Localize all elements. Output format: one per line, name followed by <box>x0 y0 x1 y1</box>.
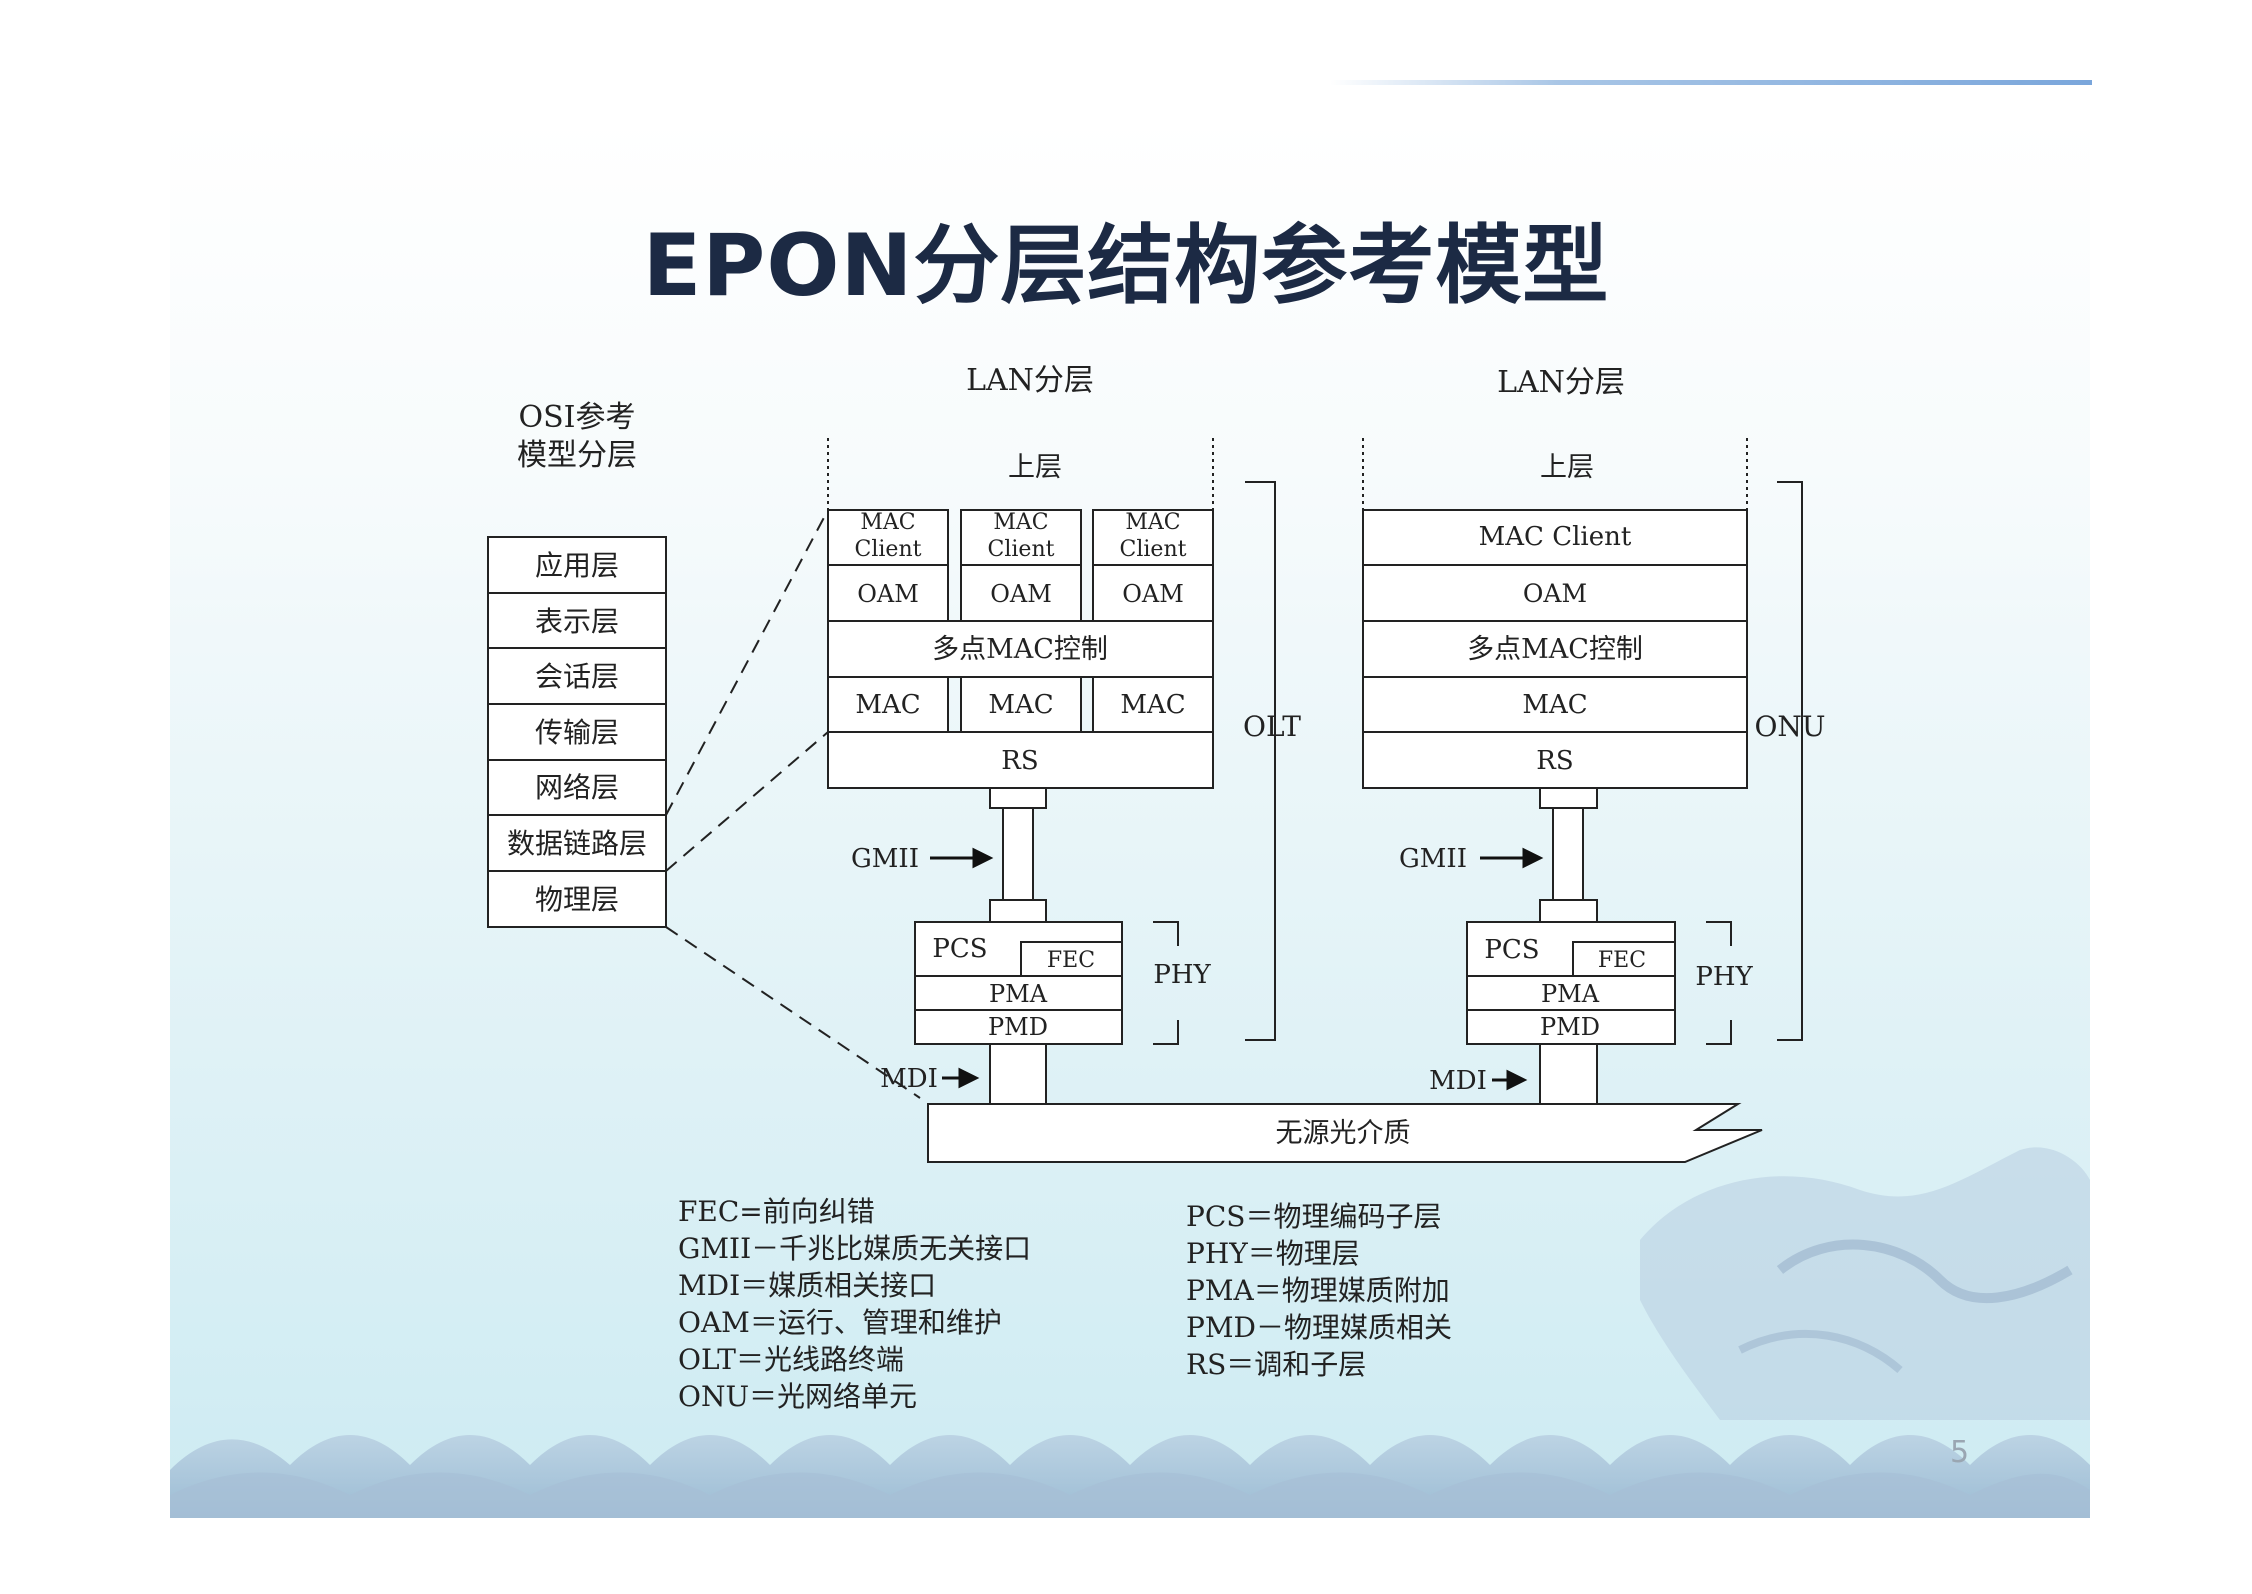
legend-item: OLT＝光线路终端 <box>678 1343 904 1376</box>
osi-layer-application: 应用层 <box>535 549 619 582</box>
legend-item: OAM＝运行、管理和维护 <box>678 1306 1002 1339</box>
osi-heading-line2: 模型分层 <box>517 438 637 473</box>
onu-mac: MAC <box>1522 690 1587 720</box>
olt-mac-client-3-l1: MAC <box>1125 510 1180 535</box>
olt-pmd: PMD <box>988 1013 1048 1041</box>
page-title: EPON分层结构参考模型 <box>642 216 1610 316</box>
olt-upper-layer: 上层 <box>1008 452 1062 483</box>
olt-mac-client-1-l1: MAC <box>860 510 915 535</box>
onu-pma: PMA <box>1541 980 1600 1008</box>
onu-pcs: PCS <box>1484 935 1539 965</box>
olt-mac-client-3-l2: Client <box>1120 537 1187 562</box>
legend-item: ONU＝光网络单元 <box>678 1380 918 1413</box>
olt-oam-2: OAM <box>990 580 1052 608</box>
olt-rs: RS <box>1001 746 1038 776</box>
osi-layer-physical: 物理层 <box>535 883 619 916</box>
legend-item: PMD－物理媒质相关 <box>1186 1311 1452 1344</box>
onu-gmii-label: GMII <box>1399 844 1467 874</box>
olt-mac-client-1-l2: Client <box>855 537 922 562</box>
link-dash-3 <box>665 926 921 1099</box>
onu-phy-label: PHY <box>1695 962 1753 992</box>
olt-pma: PMA <box>989 980 1048 1008</box>
olt-mdi-label: MDI <box>880 1064 938 1094</box>
olt-mac-client-2-l2: Client <box>988 537 1055 562</box>
legend-right: PCS＝物理编码子层 PHY＝物理层 PMA＝物理媒质附加 PMD－物理媒质相关… <box>1186 1198 1452 1383</box>
osi-layer-transport: 传输层 <box>535 716 619 749</box>
onu-upper-layer: 上层 <box>1540 452 1594 483</box>
legend-left: FEC=前向纠错 GMII－千兆比媒质无关接口 MDI＝媒质相关接口 OAM＝运… <box>678 1193 1031 1415</box>
olt-mac-2: MAC <box>988 690 1053 720</box>
legend-item: PHY＝物理层 <box>1186 1237 1360 1270</box>
olt-mac-1: MAC <box>855 690 920 720</box>
legend-item: PMA＝物理媒质附加 <box>1186 1274 1450 1307</box>
onu-oam: OAM <box>1523 579 1587 608</box>
onu-side-label: ONU <box>1754 710 1825 743</box>
legend-item: GMII－千兆比媒质无关接口 <box>678 1232 1032 1265</box>
onu-mdi-label: MDI <box>1429 1066 1487 1096</box>
osi-layer-datalink: 数据链路层 <box>507 827 647 860</box>
legend-item: FEC=前向纠错 <box>678 1195 875 1228</box>
medium-label: 无源光介质 <box>1276 1118 1411 1149</box>
onu-pmd: PMD <box>1540 1013 1600 1041</box>
olt-gmii-label: GMII <box>851 844 919 874</box>
osi-layer-presentation: 表示层 <box>535 605 619 638</box>
onu-fec: FEC <box>1598 948 1646 973</box>
link-dash-1 <box>665 509 829 816</box>
onu-rs: RS <box>1536 746 1573 776</box>
page-number: 5 <box>1950 1435 1970 1470</box>
passive-optical-medium <box>927 1103 1763 1163</box>
olt-mac-3: MAC <box>1120 690 1185 720</box>
osi-heading-line1: OSI参考 <box>519 400 636 435</box>
header-accent-line <box>1330 80 2092 85</box>
osi-stack <box>487 536 667 928</box>
olt-side-label: OLT <box>1243 710 1301 743</box>
osi-layer-session: 会话层 <box>535 660 619 693</box>
osi-layer-network: 网络层 <box>535 771 619 804</box>
legend-item: RS＝调和子层 <box>1186 1348 1367 1381</box>
onu-mac-client: MAC Client <box>1479 522 1632 552</box>
olt-pcs: PCS <box>932 934 987 964</box>
olt-lan-label: LAN分层 <box>966 363 1094 398</box>
olt-fec: FEC <box>1047 948 1095 973</box>
onu-lan-label: LAN分层 <box>1497 365 1625 400</box>
dragon-decoration <box>1640 1147 2090 1420</box>
olt-mac-client-2-l1: MAC <box>993 510 1048 535</box>
olt-oam-1: OAM <box>857 580 919 608</box>
wave-decoration <box>170 1435 2090 1518</box>
onu-mpcp: 多点MAC控制 <box>1467 634 1643 665</box>
olt-oam-3: OAM <box>1122 580 1184 608</box>
legend-item: PCS＝物理编码子层 <box>1186 1200 1442 1233</box>
link-dash-2 <box>665 731 829 872</box>
legend-item: MDI＝媒质相关接口 <box>678 1269 937 1302</box>
olt-phy-label: PHY <box>1153 960 1211 990</box>
olt-mpcp: 多点MAC控制 <box>932 634 1108 665</box>
